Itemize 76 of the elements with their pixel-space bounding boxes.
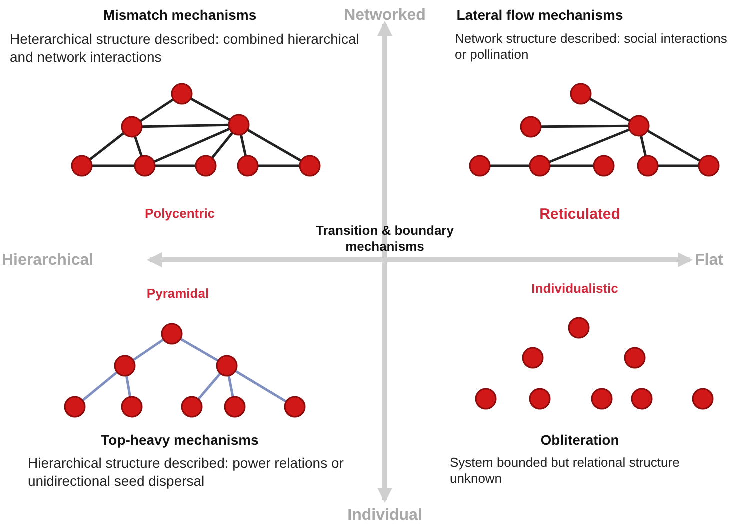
connector-line [140, 98, 174, 123]
connector-line [180, 338, 219, 362]
network-node-circle [224, 396, 246, 418]
description-text: Hierarchical structure described: power relations or unidirectional seed dispersal [28, 455, 345, 490]
network-node-circle [228, 114, 250, 136]
section-heading: Obliteration [540, 432, 620, 450]
structure-label: Reticulated [538, 206, 622, 225]
connector-line [89, 132, 125, 161]
connector-line [190, 98, 231, 122]
network-node-circle [631, 388, 653, 410]
network-node-circle [71, 155, 93, 177]
connector-line [125, 376, 132, 398]
connector-line [658, 164, 699, 168]
network-node-circle [121, 116, 143, 138]
connector-line [82, 371, 118, 402]
network-node-circle [522, 347, 544, 369]
network-node-circle [64, 396, 86, 418]
network-node-circle [216, 355, 238, 377]
connector-line [92, 164, 135, 168]
structure-label: Pyramidal [146, 286, 210, 302]
connector-line [234, 370, 288, 403]
connector-line [132, 338, 164, 362]
network-node-circle [692, 388, 714, 410]
network-node-circle [591, 388, 613, 410]
connector-line [154, 128, 230, 164]
network-node-circle [469, 155, 491, 177]
center-label: Transition & boundary mechanisms [315, 223, 455, 256]
connector-line [247, 128, 302, 162]
connector-line [258, 164, 300, 168]
network-node-circle [529, 155, 551, 177]
network-node-circle [134, 155, 156, 177]
network-node-circle [628, 115, 650, 137]
network-node-circle [181, 396, 203, 418]
network-node-circle [593, 155, 615, 177]
network-node-circle [475, 388, 497, 410]
axis-label: Individual [346, 506, 424, 526]
network-node-circle [299, 155, 321, 177]
connector-line [589, 98, 631, 122]
connector-line [490, 164, 530, 168]
network-node-circle [624, 347, 646, 369]
connector-line [155, 164, 196, 168]
connector-line [240, 134, 248, 156]
network-node-circle [121, 396, 143, 418]
network-node-circle [637, 155, 659, 177]
description-text: Heterarchical structure described: combined hierarchical and network interactions [10, 31, 360, 66]
network-node-circle [114, 355, 136, 377]
network-node-circle [284, 396, 306, 418]
connector-line [647, 130, 701, 162]
section-heading: Mismatch mechanisms [102, 7, 258, 24]
axis-label: Flat [695, 251, 724, 271]
connector-line [228, 376, 234, 398]
network-node-circle [698, 155, 720, 177]
connector-line [198, 372, 222, 400]
network-node-circle [568, 317, 590, 339]
connector-line [541, 124, 629, 128]
axis-label: Networked [343, 6, 427, 26]
section-heading: Top-heavy mechanisms [100, 432, 260, 450]
connector-line [550, 164, 594, 168]
network-node-circle [237, 155, 259, 177]
connector-line [640, 135, 648, 157]
network-node-circle [195, 155, 217, 177]
network-node-circle [171, 83, 193, 105]
structure-label: Individualistic [530, 281, 620, 298]
connector-line [134, 136, 144, 157]
network-node-circle [570, 83, 592, 105]
network-node-circle [520, 116, 542, 138]
connector-line [142, 124, 230, 128]
section-heading: Lateral flow mechanisms [456, 7, 624, 24]
connector-line [211, 132, 234, 159]
connector-line [548, 128, 630, 164]
description-text: Network structure described: social interactions or pollination [455, 31, 728, 64]
description-text: System bounded but relational structure unknown [450, 455, 681, 488]
network-node-circle [161, 323, 183, 345]
axis-label: Hierarchical [2, 251, 95, 271]
structure-label: Polycentric [144, 206, 216, 222]
network-node-circle [529, 388, 551, 410]
